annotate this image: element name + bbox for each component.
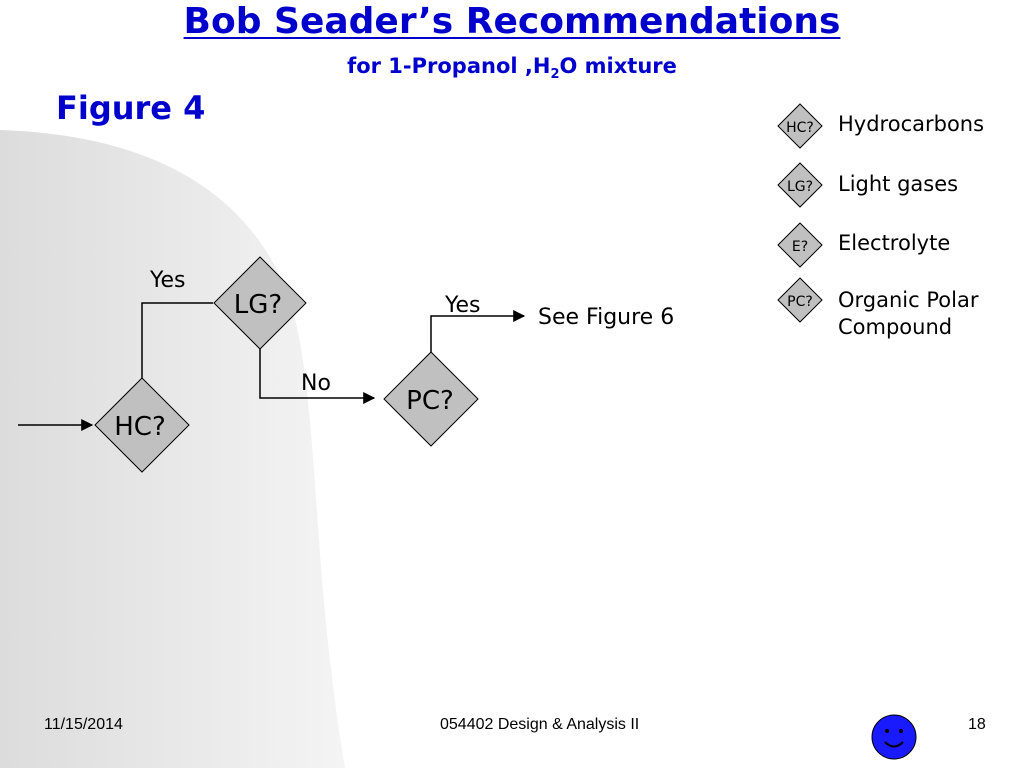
figure-label: Figure 4 xyxy=(56,89,206,127)
legend-hc-symbol: HC? xyxy=(786,120,814,136)
footer-date: 11/15/2014 xyxy=(44,716,123,733)
pc-decision-diamond xyxy=(383,351,479,447)
connector-pc-to-output xyxy=(430,310,526,352)
legend-organic-polar-label: Organic Polar Compound xyxy=(838,287,978,341)
output-see-figure-6: See Figure 6 xyxy=(538,305,674,330)
hc-decision-diamond xyxy=(94,377,190,473)
legend-lg-diamond xyxy=(777,162,823,208)
slide-title: Bob Seader’s Recommendations xyxy=(183,1,841,42)
legend-lg-symbol: LG? xyxy=(787,179,813,195)
edge-label-pc-yes: Yes xyxy=(444,293,481,318)
edge-label-lg-no: No xyxy=(301,371,331,396)
pc-decision-label: PC? xyxy=(406,386,454,416)
footer-course: 054402 Design & Analysis II xyxy=(440,716,640,733)
connector-lg-to-pc xyxy=(259,349,376,404)
connector-hc-to-lg xyxy=(141,302,213,378)
legend-pc-diamond xyxy=(777,277,823,323)
legend-e-diamond xyxy=(777,222,823,268)
legend-organic-polar-line1: Organic Polar xyxy=(838,288,979,312)
legend-light-gases-label: Light gases xyxy=(838,172,959,196)
legend-electrolyte-label: Electrolyte xyxy=(838,231,951,255)
slide-subtitle: for 1-Propanol ,H2O mixture xyxy=(347,54,677,83)
legend-organic-polar-line2: Compound xyxy=(838,315,953,339)
legend-pc-symbol: PC? xyxy=(787,294,813,310)
edge-label-hc-yes: Yes xyxy=(149,268,186,293)
lg-decision-label: LG? xyxy=(234,290,282,320)
legend-hydrocarbons-label: Hydrocarbons xyxy=(838,112,985,136)
hc-decision-label: HC? xyxy=(114,412,166,442)
lg-decision-diamond xyxy=(213,256,307,350)
smiley-face-icon xyxy=(871,714,917,760)
legend-e-symbol: E? xyxy=(792,239,808,255)
legend-hc-diamond xyxy=(777,103,823,149)
footer-page-number: 18 xyxy=(968,716,986,733)
